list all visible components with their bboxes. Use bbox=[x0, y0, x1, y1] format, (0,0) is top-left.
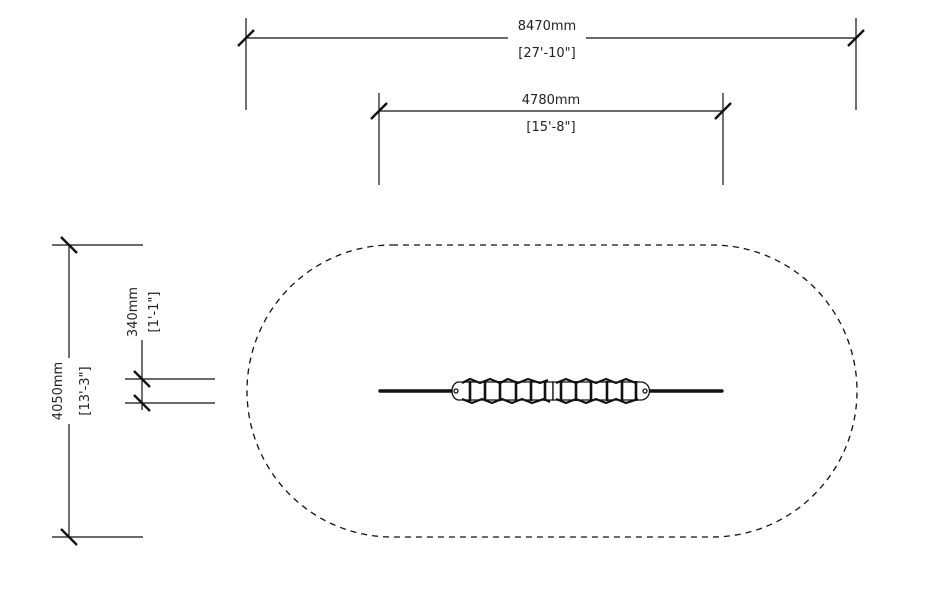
overall-length-metric: 8470mm bbox=[518, 19, 576, 34]
equipment-texture bbox=[555, 377, 637, 385]
dimension-tick bbox=[133, 370, 151, 388]
overall-length-dimension: 8470mm [27'-10"] bbox=[237, 18, 865, 110]
equipment-seat-left bbox=[451, 381, 554, 401]
equipment-width-metric: 340mm bbox=[126, 287, 141, 337]
equipment-texture bbox=[461, 377, 549, 385]
equipment-length-dimension: 4780mm [15'-8"] bbox=[370, 93, 732, 185]
equipment-body bbox=[451, 377, 651, 405]
overall-length-imperial: [27'-10"] bbox=[518, 46, 575, 61]
dimension-tick bbox=[847, 29, 865, 47]
equipment-plan-view bbox=[378, 377, 724, 405]
dimension-tick bbox=[237, 29, 255, 47]
equipment-width-imperial: [1'-1"] bbox=[147, 292, 162, 333]
equipment-texture bbox=[461, 397, 551, 405]
equipment-length-metric: 4780mm bbox=[522, 93, 580, 108]
equipment-width-dimension: 340mm [1'-1"] bbox=[125, 287, 215, 412]
dimension-tick bbox=[60, 528, 78, 546]
safety-zone-boundary bbox=[246, 244, 858, 538]
dimension-tick bbox=[133, 394, 151, 412]
overall-width-imperial: [13'-3"] bbox=[78, 366, 93, 415]
equipment-texture bbox=[555, 397, 639, 405]
dimension-tick bbox=[60, 236, 78, 254]
overall-width-metric: 4050mm bbox=[51, 362, 66, 420]
dimension-tick bbox=[370, 102, 388, 120]
dimension-tick bbox=[714, 102, 732, 120]
equipment-length-imperial: [15'-8"] bbox=[526, 120, 575, 135]
equipment-bolt bbox=[453, 388, 459, 394]
equipment-bolt bbox=[642, 388, 648, 394]
overall-width-dimension: 4050mm [13'-3"] bbox=[51, 236, 143, 546]
